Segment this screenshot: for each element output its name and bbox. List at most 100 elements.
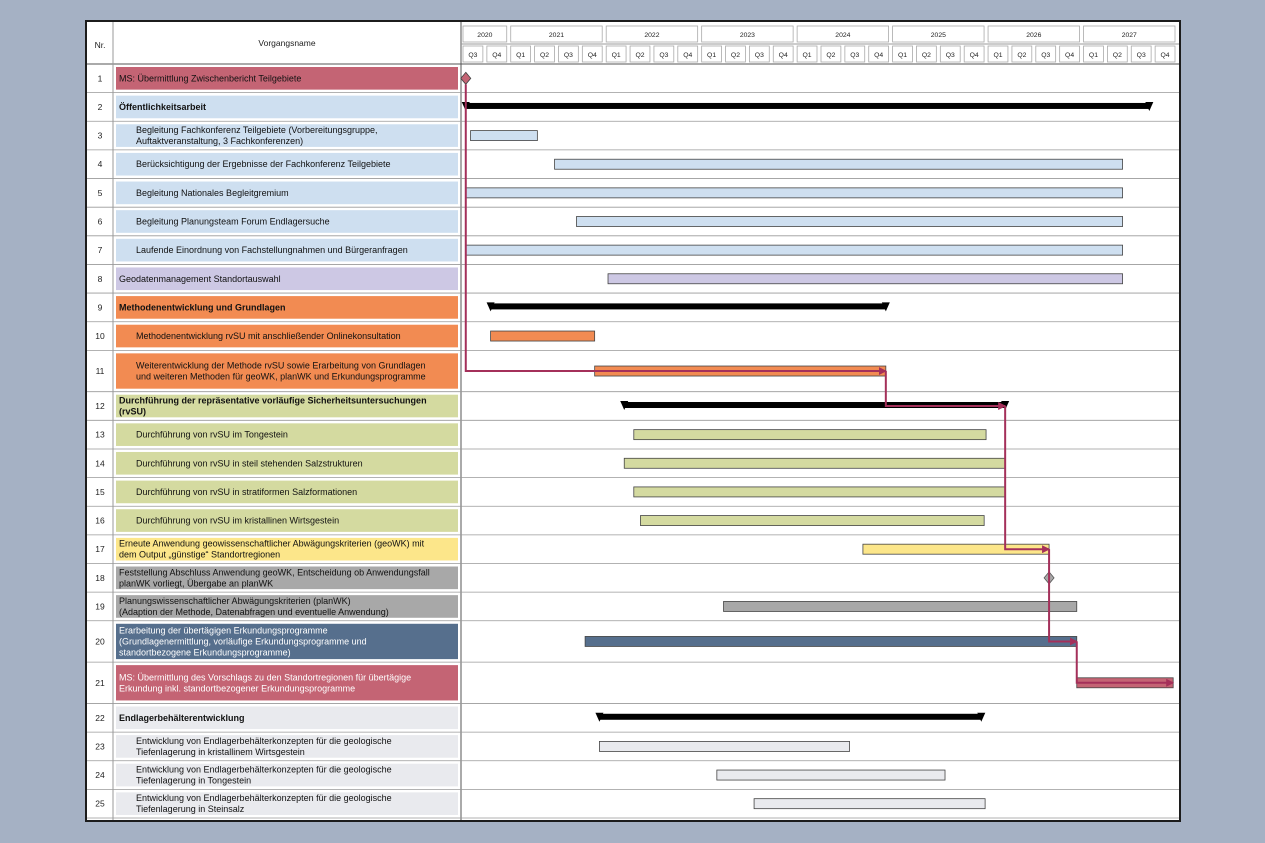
quarter-label: Q4 (1065, 52, 1074, 59)
quarter-label: Q3 (1041, 52, 1050, 59)
year-cell (701, 25, 794, 43)
task-name-cell (116, 423, 458, 446)
task-name-cell (116, 267, 458, 291)
task-name-line: MS: Übermittlung Zwischenbericht Teilgeb… (119, 73, 301, 83)
task-name-cell (116, 394, 458, 418)
row-number: 11 (96, 366, 105, 376)
task-name-line: Begleitung Nationales Begleitgremium (136, 188, 289, 198)
task-name-line: Methodenentwicklung und Grundlagen (119, 302, 286, 312)
row-number: 14 (95, 458, 105, 468)
row-number: 2 (98, 102, 103, 112)
row-number: 21 (95, 678, 105, 688)
quarter-cell (820, 45, 842, 63)
quarter-label: Q4 (492, 52, 501, 59)
quarter-label: Q2 (635, 52, 644, 59)
task-name-cell (116, 665, 458, 701)
task-bar (753, 798, 986, 810)
row-number: 4 (98, 159, 103, 169)
task-name-line: MS: Übermittlung des Vorschlags zu den S… (119, 672, 411, 682)
task-name-line: Entwicklung von Endlagerbehälterkonzepte… (136, 736, 392, 746)
summary-bar (624, 402, 1006, 409)
quarter-label: Q3 (564, 52, 573, 59)
quarter-cell (1107, 45, 1128, 63)
task-bar (465, 187, 1123, 199)
year-cell (510, 25, 603, 43)
task-name-line: Entwicklung von Endlagerbehälterkonzepte… (136, 793, 392, 803)
row-number: 12 (95, 401, 105, 411)
task-bar (554, 158, 1123, 170)
year-cell (987, 25, 1080, 43)
task-name-cell (116, 566, 458, 590)
row-number: 19 (95, 601, 105, 611)
quarter-cell (1035, 45, 1057, 63)
task-name-line: Auftaktveranstaltung, 3 Fachkonferenzen) (136, 136, 303, 146)
dependency-connector (1048, 549, 1078, 646)
row-number: 10 (95, 331, 105, 341)
task-name-line: dem Output „günstige“ Standortregionen (119, 550, 280, 560)
quarter-cell (749, 45, 770, 63)
task-name-cell (116, 95, 458, 119)
nr-column-header: Nr. (95, 40, 106, 50)
task-name-cell (116, 238, 458, 262)
task-name-line: Erarbeitung der übertägigen Erkundungspr… (119, 625, 328, 635)
row-number: 9 (98, 302, 103, 312)
task-name-line: Durchführung von rvSU im Tongestein (136, 430, 288, 440)
task-name-line: Planungswissenschaftlicher Abwägungskrit… (119, 596, 351, 606)
quarter-label: Q4 (588, 52, 597, 59)
task-name-cell (116, 792, 458, 815)
task-name-cell (116, 67, 458, 90)
row-number: 24 (95, 770, 105, 780)
quarter-cell (1083, 45, 1104, 63)
quarter-cell (963, 45, 985, 63)
quarter-cell (892, 45, 913, 63)
summary-start-marker (486, 302, 495, 312)
summary-start-marker (595, 712, 604, 722)
row-number: 1 (98, 73, 103, 83)
row-number: 18 (95, 573, 105, 583)
task-name-line: Tiefenlagerung in kristallinem Wirtsgest… (136, 747, 305, 757)
quarter-label: Q4 (683, 52, 692, 59)
task-name-line: Tiefenlagerung in Steinsalz (136, 804, 245, 814)
quarter-cell (677, 45, 699, 63)
quarter-label: Q2 (731, 52, 740, 59)
year-label: 2023 (740, 32, 755, 39)
task-bar (576, 216, 1123, 227)
quarter-label: Q4 (970, 52, 979, 59)
dependency-connector (464, 84, 887, 376)
quarter-cell (772, 45, 794, 63)
summary-end-marker (977, 712, 986, 722)
task-name-line: Öffentlichkeitsarbeit (119, 102, 206, 112)
task-name-cell (116, 124, 458, 147)
year-label: 2027 (1122, 32, 1137, 39)
task-name-line: und weiteren Methoden für geoWK, planWK … (136, 372, 426, 382)
task-name-line: Erneute Anwendung geowissenschaftlicher … (119, 539, 425, 549)
task-bar (599, 741, 850, 752)
task-name-line: (Adaption der Methode, Datenabfragen und… (119, 607, 389, 617)
row-number: 3 (98, 131, 103, 141)
task-name-line: Begleitung Fachkonferenz Teilgebiete (Vo… (136, 125, 378, 135)
quarter-cell (1059, 45, 1080, 63)
row-number: 20 (95, 636, 105, 646)
task-name-cell (116, 152, 458, 176)
quarter-cell (486, 45, 508, 63)
row-number: 15 (95, 487, 105, 497)
task-name-cell (116, 353, 458, 389)
task-name-cell (116, 210, 458, 233)
quarter-cell (1011, 45, 1033, 63)
summary-end-marker (1145, 101, 1154, 111)
row-number: 17 (95, 544, 105, 554)
quarter-label: Q2 (1017, 52, 1026, 59)
dependency-connector (1075, 641, 1175, 687)
quarter-cell (653, 45, 675, 63)
quarter-cell (462, 45, 484, 63)
year-cell (892, 25, 985, 43)
summary-bar (490, 303, 886, 310)
row-number: 16 (95, 516, 105, 526)
task-name-line: Endlagerbehälterentwicklung (119, 713, 245, 723)
quarter-cell (701, 45, 722, 63)
year-label: 2026 (1026, 32, 1041, 39)
task-name-cell (116, 735, 458, 758)
year-cell (1083, 25, 1176, 43)
